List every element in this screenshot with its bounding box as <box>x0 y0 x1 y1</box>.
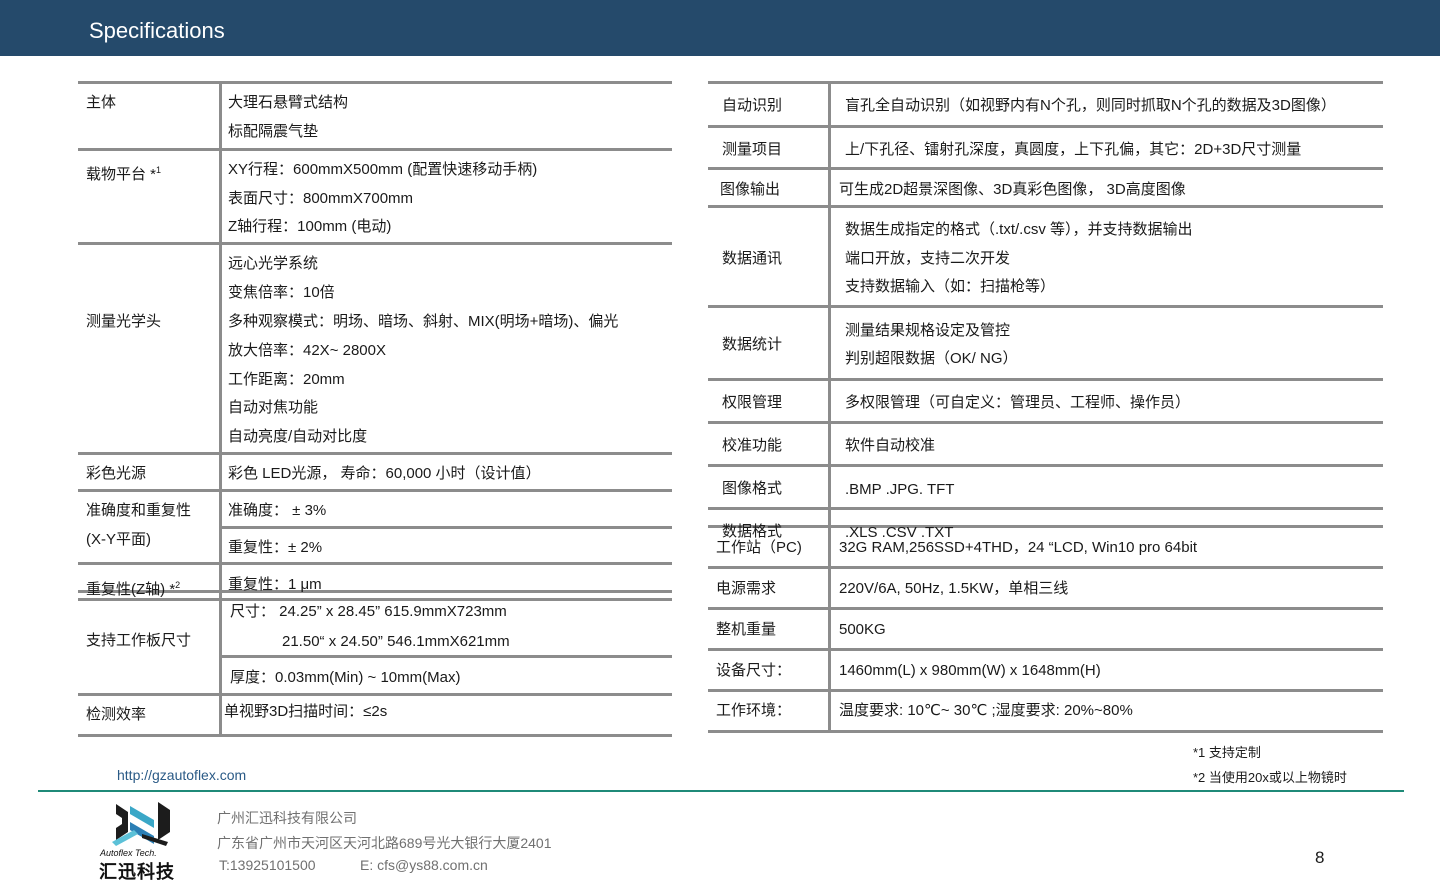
spec-value: 表面尺寸：800mmX700mm <box>228 190 414 207</box>
spec-value: 1460mm(L) x 980mm(W) x 1648mm(H) <box>839 662 1101 679</box>
company-phone: T:13925101500 <box>219 857 316 873</box>
spec-value: 端口开放，支持二次开发 <box>845 250 1011 267</box>
spec-label-weight: 整机重量 <box>716 621 777 638</box>
spec-value: 重复性：± 2% <box>228 539 323 556</box>
spec-value: 重复性：1 μm <box>228 576 322 593</box>
page-number: 8 <box>1315 848 1325 867</box>
spec-value: 多种观察模式：明场、暗场、斜射、MIX(明场+暗场)、偏光 <box>228 313 619 330</box>
website-link[interactable]: http://gzautoflex.com <box>117 767 247 783</box>
spec-value: 盲孔全自动识别（如视野内有N个孔，则同时抓取N个孔的数据及3D图像） <box>845 97 1336 114</box>
spec-value: 放大倍率：42X~ 2800X <box>228 342 386 359</box>
spec-value: 工作距离：20mm <box>228 371 345 388</box>
spec-value: 数据生成指定的格式（.txt/.csv 等），并支持数据输出 <box>845 221 1193 238</box>
spec-label-power: 电源需求 <box>716 580 777 597</box>
spec-value: 准确度： ± 3% <box>228 502 327 519</box>
spec-label-data-stats: 数据统计 <box>722 336 783 353</box>
spec-value: 变焦倍率：10倍 <box>228 284 335 301</box>
spec-label-permissions: 权限管理 <box>722 394 783 411</box>
spec-label-measure-items: 测量项目 <box>722 141 783 158</box>
spec-value: 彩色 LED光源， 寿命：60,000 小时（设计值） <box>228 465 541 482</box>
spec-value: 判别超限数据（OK/ NG） <box>845 350 1018 367</box>
spec-label-light: 彩色光源 <box>86 465 147 482</box>
spec-value: 标配隔震气垫 <box>228 123 319 140</box>
footnote-ref: 2 <box>175 580 181 590</box>
spec-label-optics: 测量光学头 <box>86 313 162 330</box>
spec-label-workstation: 工作站（PC) <box>716 539 802 556</box>
spec-label-stage: 载物平台 *1 <box>86 165 162 183</box>
spec-value: 220V/6A, 50Hz, 1.5KW，单相三线 <box>839 580 1069 597</box>
footnote-2: *2 当使用20x或以上物镜时 <box>1193 770 1347 785</box>
spec-label-accuracy-sub: (X-Y平面) <box>86 531 151 548</box>
logo-chinese-name: 汇迅科技 <box>99 862 175 882</box>
spec-value: 测量结果规格设定及管控 <box>845 322 1011 339</box>
header-bar: Specifications <box>0 0 1440 56</box>
company-address: 广东省广州市天河区天河北路689号光大银行大厦2401 <box>217 835 552 851</box>
spec-label-image-format: 图像格式 <box>722 480 783 497</box>
spec-value: 可生成2D超景深图像、3D真彩色图像， 3D高度图像 <box>839 181 1186 198</box>
spec-label-image-output: 图像输出 <box>720 181 781 198</box>
spec-label-auto-recognition: 自动识别 <box>722 97 783 114</box>
spec-value: .BMP .JPG. TFT <box>845 481 955 498</box>
spec-label-efficiency: 检测效率 <box>86 706 147 723</box>
spec-value: 500KG <box>839 621 886 638</box>
footnote-1: *1 支持定制 <box>1193 745 1261 760</box>
spec-value: 尺寸： 24.25” x 28.45” 615.9mmX723mm <box>230 603 507 620</box>
spec-label-accuracy: 准确度和重复性 <box>86 502 192 519</box>
footnote-ref: 1 <box>156 165 162 175</box>
spec-label-board-size: 支持工作板尺寸 <box>86 632 192 649</box>
logo-english-name: Autoflex Tech. <box>100 848 157 858</box>
spec-label-z-repeat: 重复性(Z轴) *2 <box>86 580 181 598</box>
spec-label-data-comm: 数据通讯 <box>722 250 783 267</box>
spec-value: 软件自动校准 <box>845 437 936 454</box>
spec-value: 自动对焦功能 <box>228 399 319 416</box>
spec-value: .XLS .CSV .TXT <box>845 524 954 541</box>
spec-value: 上/下孔径、镭射孔深度，真圆度，上下孔偏，其它：2D+3D尺寸测量 <box>845 141 1302 158</box>
spec-value: 多权限管理（可自定义：管理员、工程师、操作员） <box>845 394 1191 411</box>
company-name: 广州汇迅科技有限公司 <box>217 810 357 826</box>
spec-label-dimensions: 设备尺寸： <box>716 662 792 679</box>
spec-value: Z轴行程：100mm (电动) <box>228 218 392 235</box>
spec-value: 温度要求: 10℃~ 30℃ ;湿度要求: 20%~80% <box>839 702 1133 719</box>
spec-value: 远心光学系统 <box>228 255 319 272</box>
footer-divider <box>38 790 1404 792</box>
spec-label-calibration: 校准功能 <box>722 437 783 454</box>
spec-value: 大理石悬臂式结构 <box>228 94 349 111</box>
spec-label-body: 主体 <box>86 94 117 111</box>
page-title: Specifications <box>89 18 225 43</box>
spec-value: XY行程：600mmX500mm (配置快速移动手柄) <box>228 161 538 178</box>
spec-label-data-format: 数据格式 <box>722 523 783 540</box>
spec-value: 21.50“ x 24.50” 546.1mmX621mm <box>282 633 510 650</box>
company-email: E: cfs@ys88.com.cn <box>360 857 488 873</box>
spec-value: 32G RAM,256SSD+4THD，24 “LCD, Win10 pro 6… <box>839 539 1198 556</box>
spec-value: 自动亮度/自动对比度 <box>228 428 368 445</box>
spec-value: 厚度：0.03mm(Min) ~ 10mm(Max) <box>230 669 461 686</box>
spec-value: 单视野3D扫描时间：≤2s <box>224 703 388 720</box>
company-logo-icon <box>112 802 170 846</box>
spec-value: 支持数据输入（如：扫描枪等） <box>845 278 1056 295</box>
spec-label-environment: 工作环境： <box>716 702 792 719</box>
